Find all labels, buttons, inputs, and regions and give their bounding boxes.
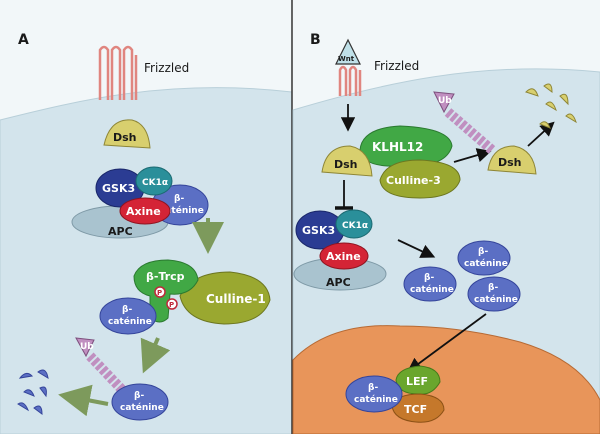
beta-cat-n-l1: β- [368,383,378,393]
wnt-label: Wnt [338,55,355,63]
beta-cat-a1-l1: β- [174,194,184,204]
panel-a: A Frizzled Dsh APC β- caténine GSK3 CK1α… [0,0,293,434]
ck1a-b [335,209,373,239]
dsh-b2 [487,145,537,175]
beta-cat-a2-l2: caténine [108,316,152,327]
beta-cat-b1-l1: β- [424,273,434,283]
beta-cat-a2-l1: β- [122,305,132,315]
beta-catenin-b2 [457,240,511,276]
culline3 [379,159,461,199]
frizzled-label-a: Frizzled [144,61,189,75]
phosphate-2 [166,298,178,310]
gsk3-label-a: GSK3 [102,182,135,195]
ck1a-label-a: CK1α [142,178,168,188]
beta-catenin-a3 [111,383,169,421]
klhl12 [359,125,453,167]
beta-catenin-b3 [467,276,521,312]
frizzled-receptor-b [338,65,362,96]
phosphate-1 [154,286,166,298]
panel-a-letter: A [18,32,29,48]
beta-cat-b3-l1: β- [488,283,498,293]
arrow-b-2 [453,148,492,163]
panel-b: B Wnt Frizzled KLHL12 Culline-3 Dsh Ub D… [292,0,600,434]
gsk3-label-b: GSK3 [302,224,335,237]
axine-b [319,242,369,270]
arrow-a-2 [140,337,171,374]
arrow-a-3 [58,384,109,417]
beta-cat-a1-l2: caténine [160,205,204,216]
wnt-ligand [335,38,361,65]
ub-label-a: Ub [80,342,94,352]
apc-label-a: APC [108,225,133,238]
ub-label-b: Ub [438,96,452,106]
phosphate-label-1: P [157,289,162,297]
beta-cat-b3-l2: caténine [474,294,518,305]
degraded-fragments-b [525,83,577,129]
dsh-a [103,119,151,149]
ck1a-a [135,166,173,196]
arrow-b-4 [397,239,436,258]
beta-catenin-b1 [403,266,457,302]
beta-cat-a3-l1: β- [134,391,144,401]
axine-a [119,197,171,225]
klhl12-label: KLHL12 [372,140,423,154]
culline3-label: Culline-3 [386,174,441,187]
arrow-b-5 [407,313,487,373]
culline1 [179,271,271,325]
lef [395,365,441,395]
beta-cat-b2-l1: β- [478,247,488,257]
beta-cat-b2-l2: caténine [464,258,508,269]
beta-cat-a3-l2: caténine [120,402,164,413]
axine-label-b: Axine [326,250,361,263]
btrcp-label: β-Trcp [146,270,185,283]
culline1-label: Culline-1 [206,292,266,306]
dsh-label-a: Dsh [113,131,137,144]
tcf-label: TCF [404,403,427,416]
beta-cat-n-l2: caténine [354,394,398,405]
frizzled-receptor-a [98,45,138,100]
lef-label: LEF [406,375,428,388]
panel-b-letter: B [310,32,321,48]
apc-label-b: APC [326,276,351,289]
frizzled-label-b: Frizzled [374,59,419,73]
ub-chain-b: Ub [433,91,496,154]
beta-cat-b1-l2: caténine [410,284,454,295]
axine-label-a: Axine [126,205,161,218]
beta-catenin-a2 [99,297,157,335]
degraded-fragments-a [17,369,49,416]
beta-catenin-nuclear [345,375,403,413]
phosphate-label-2: P [169,301,174,309]
ck1a-label-b: CK1α [342,221,368,231]
tcf [391,393,445,423]
dsh-label-b2: Dsh [498,156,522,169]
dsh-b1 [321,145,373,177]
dsh-label-b1: Dsh [334,158,358,171]
